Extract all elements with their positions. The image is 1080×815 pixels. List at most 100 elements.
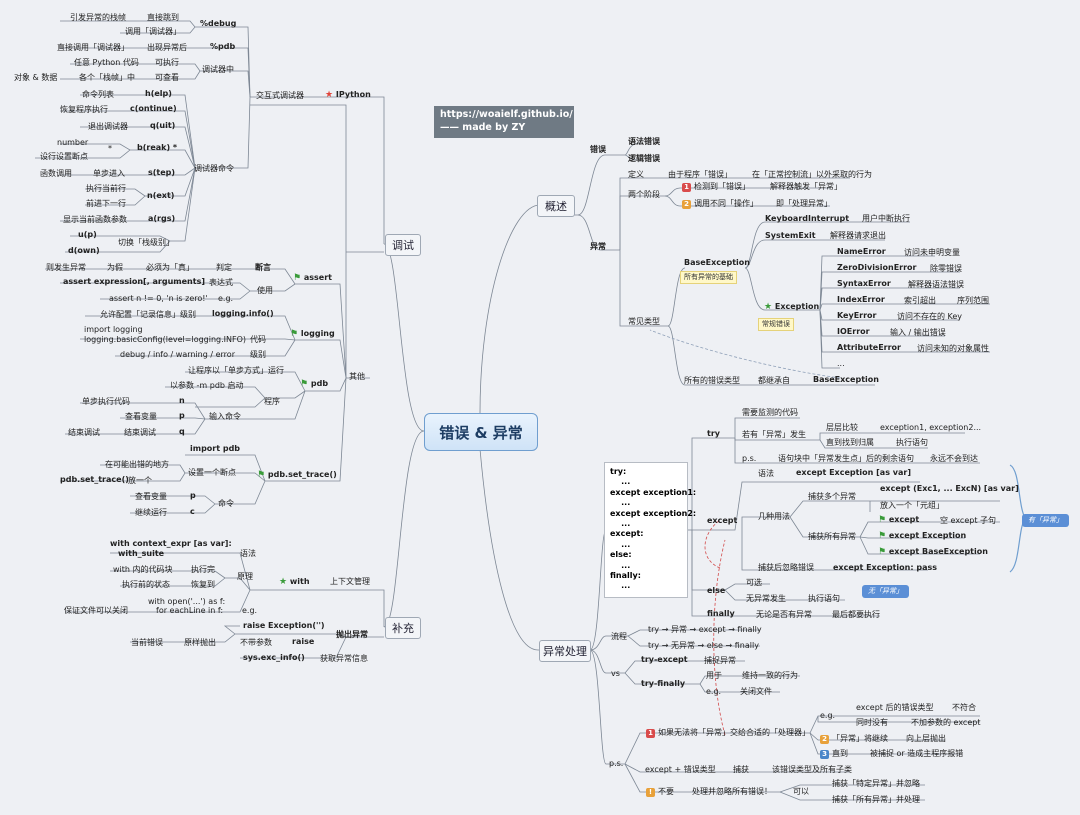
try-find: 直到找到归属	[826, 438, 874, 447]
pdb-view-desc: 查看变量	[125, 412, 157, 421]
except-multi-syntax: except (Exc1, ... ExcN) [as var]	[880, 484, 1019, 493]
node-pdb: ⚑ pdb	[300, 379, 329, 389]
stage-2-result: 即「处理异常」	[776, 199, 832, 208]
logging-levels: debug / info / warning / error	[120, 350, 235, 359]
node-system-exit: SystemExit	[765, 231, 816, 240]
cmd-help: h(elp)	[145, 89, 172, 98]
node-zero-division-error: ZeroDivisionError	[837, 263, 917, 272]
name-error-desc: 访问未申明变量	[904, 248, 960, 257]
cmd-updown-desc: 切换「栈级别」	[118, 238, 174, 247]
in-dbg-2: 可执行	[155, 58, 179, 67]
def-text-2: 在「正常控制流」以外采取的行为	[752, 170, 872, 179]
ps-5-m: 处理并忽略所有错误！	[692, 787, 772, 796]
cmd-next-desc-2: 前进下一行	[86, 199, 126, 208]
flag-icon: ⚑	[293, 273, 302, 283]
cmd-quit-desc: 退出调试器	[88, 122, 128, 131]
try-except-code-block: try: ... except exception1: ... except e…	[604, 462, 696, 598]
try-ps: p.s.	[742, 454, 757, 463]
try-never: 永远不会到达	[930, 454, 978, 463]
line-overview	[479, 204, 541, 414]
node-pdb-set-trace: ⚑ pdb.set_trace()	[257, 470, 337, 480]
logging-level-label: 级别	[250, 350, 266, 359]
branch-overview[interactable]: 概述	[537, 195, 575, 217]
except-tuple: 放入一个「元组」	[880, 501, 944, 510]
attribute-error-desc: 访问未知的对象属性	[917, 344, 989, 353]
pdb-end-desc: 结束调试	[124, 428, 156, 437]
pdb-q: q	[179, 427, 185, 436]
with-example-2: for eachLine in f:	[156, 606, 224, 615]
node-definition: 定义	[628, 170, 644, 179]
node-keyboard-interrupt: KeyboardInterrupt	[765, 214, 850, 223]
node-logic-error: 逻辑错误	[628, 154, 660, 163]
node-attribute-error: AttributeError	[837, 343, 901, 352]
with-syntax-1: with context_expr [as var]:	[110, 539, 232, 548]
badge-has-exception: 有「异常」	[1022, 514, 1069, 527]
branch-supplement[interactable]: 补充	[385, 617, 421, 639]
ps-1b-r: 不加参数的 except	[911, 718, 981, 727]
trace-call: pdb.set_trace()	[60, 475, 129, 484]
finally-desc-1: 无论是否有异常	[756, 610, 812, 619]
all-errors-inherit: 都继承自	[758, 376, 790, 385]
green-star-icon: ★	[764, 302, 773, 312]
flag-icon: ⚑	[878, 547, 887, 557]
pdb-input-cmd: 输入命令	[209, 412, 241, 421]
base-exception-note: 所有异常的基础	[680, 271, 737, 284]
raise-no-args: 不带参数	[240, 638, 272, 647]
cmd-args-desc: 显示当前函数参数	[63, 215, 127, 224]
ps-5-can: 可以	[793, 787, 809, 796]
assert-use: 使用	[257, 286, 273, 295]
index-error-desc: 索引超出	[904, 296, 936, 305]
else-execute: 执行语句	[808, 594, 840, 603]
trace-continue: 继续运行	[135, 508, 167, 517]
line-debug	[383, 243, 425, 432]
ps-item-5: !不要	[646, 787, 674, 797]
try-if-exception: 若有「异常」发生	[742, 430, 806, 439]
assert-2: 为假	[107, 263, 123, 272]
ps-3-r: 被捕捉 or 造成主程序报错	[870, 749, 964, 758]
pdb-1: 直接调用「调试器」	[57, 43, 129, 52]
cmd-next-desc-1: 执行当前行	[86, 184, 126, 193]
assert-5: 断言	[255, 263, 271, 272]
with-syntax-label: 语法	[240, 549, 256, 558]
ps-5-r2: 捕获「所有异常」并处理	[832, 795, 920, 804]
branch-handling[interactable]: 异常处理	[539, 640, 591, 662]
key-error-desc: 访问不存在的 Key	[897, 312, 963, 321]
author-url-banner: https://woaielf.github.io/ —— made by ZY	[434, 106, 574, 138]
node-logging: ⚑ logging	[290, 329, 335, 339]
finally-desc-2: 最后都要执行	[832, 610, 880, 619]
assert-3: 必须为「真」	[146, 263, 194, 272]
node-percent-debug: %debug	[200, 19, 237, 28]
branch-debug[interactable]: 调试	[385, 234, 421, 256]
trace-view: 查看变量	[135, 492, 167, 501]
with-principle-2: 执行完	[191, 565, 215, 574]
ps-4-r: 该错误类型及所有子类	[772, 765, 852, 774]
ps-1a-r: 不符合	[952, 703, 976, 712]
assert-1: 则发生异常	[46, 263, 86, 272]
flow-2: try → 无异常 → else → finally	[648, 641, 759, 650]
except-exception: ⚑ except Exception	[878, 531, 967, 541]
logging-import: import logging	[84, 325, 143, 334]
with-principle-3: 执行前的状态	[122, 580, 170, 589]
assert-expr: 表达式	[209, 278, 233, 287]
node-syntax-error-class: SyntaxError	[837, 279, 891, 288]
pdb-2: 出现异常后	[147, 43, 187, 52]
node-ipython: ★ IPython	[325, 90, 371, 100]
syntax-error-desc: 解释器语法错误	[908, 280, 964, 289]
keyboard-desc: 用户中断执行	[862, 214, 910, 223]
cmd-down: d(own)	[68, 246, 100, 255]
cmd-break-number: number	[57, 138, 89, 147]
except-syntax: except Exception [as var]	[796, 468, 911, 477]
node-finally: finally	[707, 609, 735, 618]
node-vs: vs	[611, 669, 620, 678]
cmd-continue: c(ontinue)	[130, 104, 177, 113]
flag-icon: ⚑	[257, 470, 266, 480]
node-name-error: NameError	[837, 247, 886, 256]
node-try-finally: try-finally	[641, 679, 686, 688]
with-eg: e.g.	[242, 606, 258, 615]
node-flow: 流程	[611, 632, 627, 641]
line-handling	[479, 448, 539, 651]
